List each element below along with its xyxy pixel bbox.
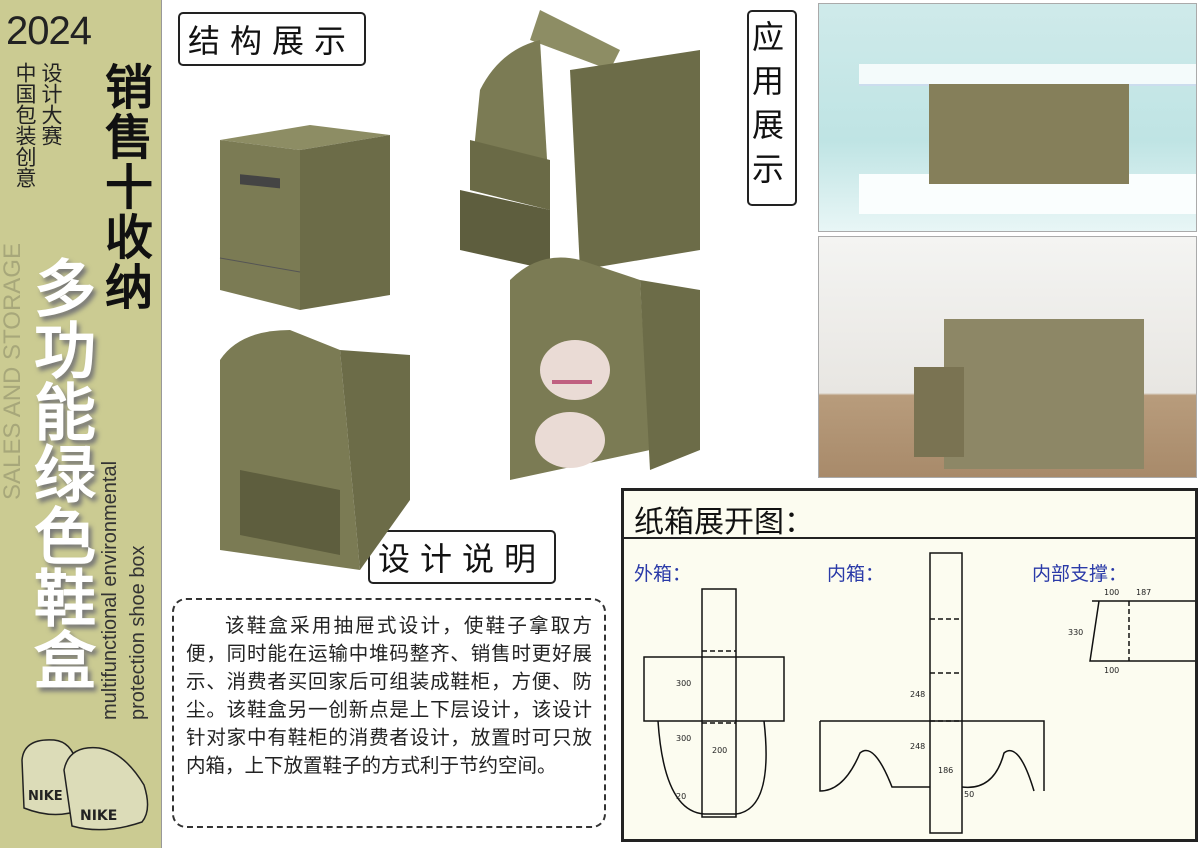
box-with-shoes-render <box>510 257 700 480</box>
outer-dim-4: 20 <box>676 792 686 801</box>
design-description: 该鞋盒采用抽屉式设计，使鞋子拿取方便，同时能在运输中堆码整齐、销售时更好展示、消… <box>172 598 606 828</box>
inner-dim-2: 248 <box>910 742 925 751</box>
outer-box-label: 外箱： <box>634 563 692 585</box>
inner-dim-1: 248 <box>910 690 925 699</box>
application-photo-shelf <box>818 3 1197 232</box>
outer-dim-2: 300 <box>676 734 691 743</box>
sidebar: SALES AND STORAGE 2024 中国包装创意 设计大赛 销售十收纳… <box>0 0 162 848</box>
slogan: 销售十收纳 <box>96 62 152 312</box>
support-label: 内部支撑： <box>1032 563 1128 585</box>
event-line1: 中国包装创意 <box>13 62 37 188</box>
product-title: 多功能绿色鞋盒 <box>23 256 96 690</box>
outer-dim-1: 300 <box>676 679 691 688</box>
shoe-logo-right: NIKE <box>80 808 117 824</box>
inner-dim-3: 186 <box>938 766 953 775</box>
subtitle-en-1: multifunctional environmental <box>99 460 121 720</box>
application-heading: 应用展示 <box>747 10 797 206</box>
design-notes-heading: 设计说明 <box>368 530 557 584</box>
application-photo-room <box>818 236 1197 478</box>
open-drawer-render <box>460 10 700 270</box>
unfold-drawings: 300 300 200 20 248 248 186 50 100 187 33… <box>643 552 1195 834</box>
shoe-logo-left: NIKE <box>28 789 63 804</box>
structure-renders <box>219 10 700 570</box>
unfold-diagram-panel: 纸箱展开图： 外箱： 内箱： 内部支撑： 300 300 200 20 248 … <box>621 488 1198 842</box>
support-dim-4: 100 <box>1104 666 1119 675</box>
subtitle-en-2: protection shoe box <box>127 545 149 720</box>
event-line2: 设计大赛 <box>39 62 63 146</box>
structure-heading: 结构展示 <box>178 12 367 66</box>
year: 2024 <box>6 9 92 53</box>
diagram-title: 纸箱展开图： <box>634 505 814 540</box>
inner-dim-4: 50 <box>964 790 974 799</box>
open-box-render <box>220 330 410 570</box>
support-dim-3: 330 <box>1068 628 1083 637</box>
support-dim-2: 187 <box>1136 588 1151 597</box>
support-dim-1: 100 <box>1104 588 1119 597</box>
closed-box-render <box>219 125 390 310</box>
outer-dim-3: 200 <box>712 746 727 755</box>
inner-box-label: 内箱： <box>827 563 885 585</box>
sneaker-drawing: NIKE NIKE <box>21 739 149 831</box>
